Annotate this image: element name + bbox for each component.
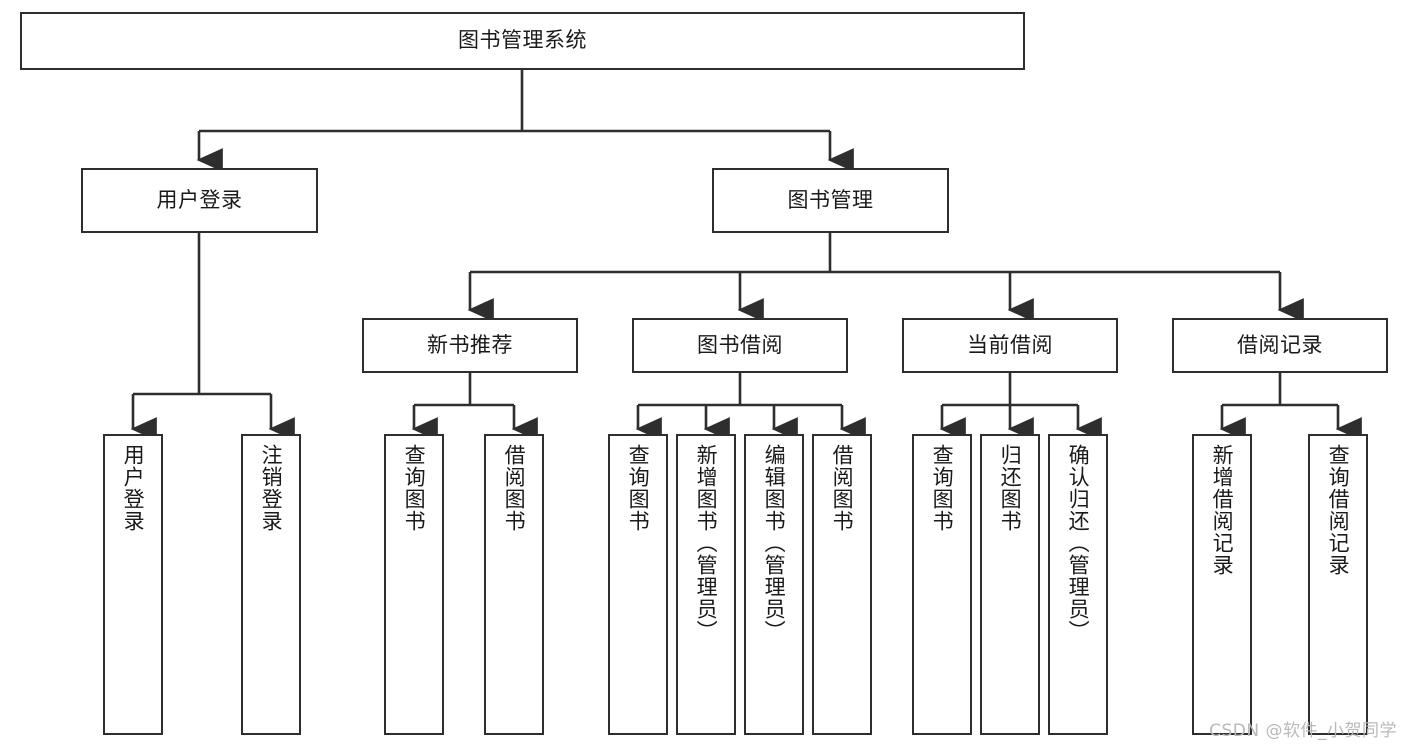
node-leaf-edit-book-label: 编辑图书（管理员）: [762, 444, 787, 642]
node-borrow-record[interactable]: 借阅记录: [1172, 318, 1388, 373]
node-user-login-label: 用户登录: [156, 187, 243, 212]
node-current-borrow-label: 当前借阅: [967, 332, 1053, 357]
node-leaf-query-record-label: 查询借阅记录: [1326, 444, 1351, 576]
node-leaf-query-book-3-label: 查询图书: [930, 444, 955, 532]
node-book-borrow[interactable]: 图书借阅: [632, 318, 848, 373]
node-leaf-add-book[interactable]: 新增图书（管理员）: [676, 434, 736, 735]
node-leaf-query-record[interactable]: 查询借阅记录: [1308, 434, 1368, 735]
node-leaf-return-book[interactable]: 归还图书: [980, 434, 1040, 735]
node-current-borrow[interactable]: 当前借阅: [902, 318, 1118, 373]
node-leaf-confirm-return-label: 确认归还（管理员）: [1066, 444, 1091, 642]
node-leaf-add-record[interactable]: 新增借阅记录: [1192, 434, 1252, 735]
node-new-book-rec[interactable]: 新书推荐: [362, 318, 578, 373]
node-leaf-add-record-label: 新增借阅记录: [1210, 444, 1235, 576]
node-new-book-rec-label: 新书推荐: [427, 332, 513, 357]
watermark-text: CSDN @软件_小贺同学: [1209, 721, 1397, 741]
edges-group: [130, 70, 1362, 441]
node-leaf-borrow-book-2[interactable]: 借阅图书: [812, 434, 872, 735]
node-leaf-user-logout-label: 注销登录: [259, 444, 284, 532]
node-root[interactable]: 图书管理系统: [20, 12, 1025, 70]
node-leaf-query-book-2[interactable]: 查询图书: [608, 434, 668, 735]
node-leaf-borrow-book-1-label: 借阅图书: [502, 444, 527, 532]
node-leaf-borrow-book-2-label: 借阅图书: [830, 444, 855, 532]
node-leaf-query-book-2-label: 查询图书: [626, 444, 651, 532]
node-root-label: 图书管理系统: [458, 28, 587, 53]
node-book-manage[interactable]: 图书管理: [712, 168, 949, 233]
node-leaf-user-login-label: 用户登录: [121, 444, 146, 532]
node-leaf-borrow-book-1[interactable]: 借阅图书: [484, 434, 544, 735]
node-borrow-record-label: 借阅记录: [1237, 332, 1323, 357]
node-leaf-return-book-label: 归还图书: [998, 444, 1023, 532]
node-leaf-user-login[interactable]: 用户登录: [103, 434, 163, 735]
node-leaf-add-book-label: 新增图书（管理员）: [694, 444, 719, 642]
node-leaf-edit-book[interactable]: 编辑图书（管理员）: [744, 434, 804, 735]
node-leaf-query-book-3[interactable]: 查询图书: [912, 434, 972, 735]
node-book-manage-label: 图书管理: [787, 187, 874, 212]
node-user-login[interactable]: 用户登录: [81, 168, 318, 233]
node-leaf-query-book-1-label: 查询图书: [402, 444, 427, 532]
node-leaf-query-book-1[interactable]: 查询图书: [384, 434, 444, 735]
node-leaf-user-logout[interactable]: 注销登录: [241, 434, 301, 735]
node-leaf-confirm-return[interactable]: 确认归还（管理员）: [1048, 434, 1108, 735]
node-book-borrow-label: 图书借阅: [697, 332, 783, 357]
